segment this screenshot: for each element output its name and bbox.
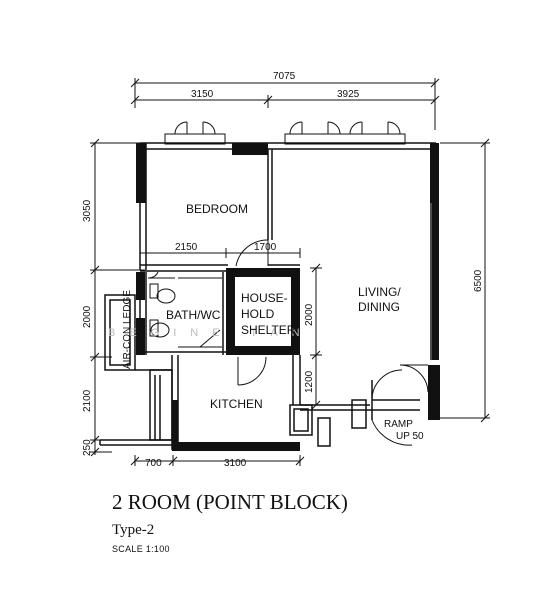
shelter-label-2: HOLD bbox=[241, 307, 275, 321]
dim-bottom-3100: 3100 bbox=[224, 458, 247, 469]
top-dimension-lines bbox=[130, 78, 440, 130]
plan-title: 2 ROOM (POINT BLOCK) bbox=[112, 490, 348, 514]
dim-inner-2150: 2150 bbox=[175, 242, 198, 253]
shelter-label-3: SHELTER bbox=[241, 323, 296, 337]
doors bbox=[147, 239, 429, 446]
inner-dimension-lines bbox=[140, 248, 322, 410]
dim-inner-1200: 1200 bbox=[304, 370, 315, 393]
living-label-2: DINING bbox=[358, 300, 400, 314]
plan-scale: SCALE 1:100 bbox=[112, 544, 170, 554]
bedroom-label: BEDROOM bbox=[186, 202, 248, 216]
dim-top-left: 3150 bbox=[191, 89, 214, 100]
left-dimension-lines bbox=[90, 138, 145, 457]
dim-bottom-700: 700 bbox=[145, 458, 162, 469]
shelter-label-1: HOUSE- bbox=[241, 291, 288, 305]
plan-type: Type-2 bbox=[112, 522, 155, 538]
dim-left-250: 250 bbox=[82, 439, 93, 456]
dim-left-2100: 2100 bbox=[82, 389, 93, 412]
living-label-1: LIVING/ bbox=[358, 285, 401, 299]
right-dimension-line bbox=[440, 138, 490, 423]
bath-label: BATH/WC bbox=[166, 308, 221, 322]
dim-inner-2000: 2000 bbox=[304, 303, 315, 326]
ramp-label-2: UP 50 bbox=[396, 431, 424, 442]
ramp-label-1: RAMP bbox=[384, 419, 413, 430]
bottom-dimension-line bbox=[130, 455, 305, 466]
dim-inner-1700: 1700 bbox=[254, 242, 277, 253]
dim-right-6500: 6500 bbox=[473, 269, 484, 292]
watermark: BEGINE TAN bbox=[108, 327, 314, 339]
dim-top-right: 3925 bbox=[337, 89, 360, 100]
dim-left-3050: 3050 bbox=[82, 199, 93, 222]
top-windows bbox=[164, 121, 406, 145]
air-con-ledge-label: AIR-CON LEDGE bbox=[122, 290, 133, 369]
dim-top-total: 7075 bbox=[273, 71, 296, 82]
thick-walls bbox=[136, 143, 440, 451]
dim-left-2000: 2000 bbox=[82, 305, 93, 328]
kitchen-label: KITCHEN bbox=[210, 397, 263, 411]
